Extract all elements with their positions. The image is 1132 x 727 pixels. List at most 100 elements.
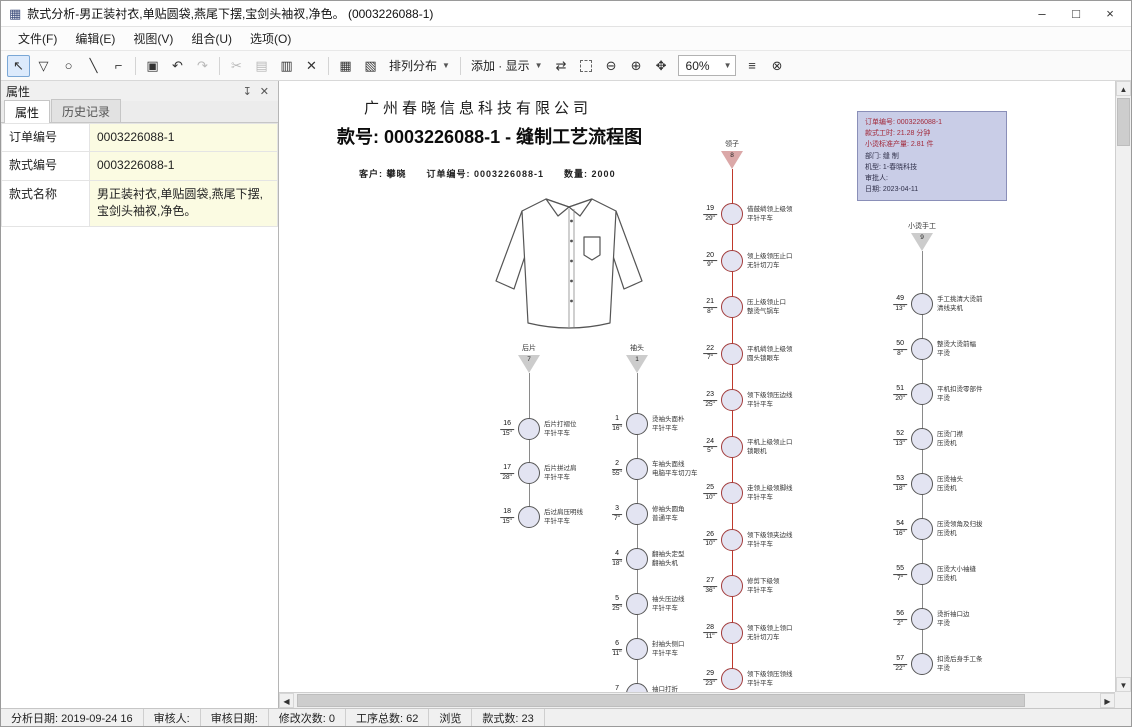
flow-step-node[interactable] bbox=[626, 503, 648, 525]
flow-step-node[interactable] bbox=[518, 462, 540, 484]
circle-tool[interactable]: ○ bbox=[57, 55, 80, 77]
flow-step-node[interactable] bbox=[721, 342, 743, 365]
flow-step-node[interactable] bbox=[626, 683, 648, 692]
triangle-tool[interactable]: ▽ bbox=[32, 55, 55, 77]
flow-step-node[interactable] bbox=[721, 528, 743, 551]
line-tool[interactable]: ╲ bbox=[82, 55, 105, 77]
flow-step-number: 57 bbox=[893, 655, 907, 665]
list-view-button[interactable]: ≡ bbox=[741, 55, 764, 77]
flow-step-time: 7" bbox=[707, 354, 714, 362]
status-field: 分析日期: 2019-09-24 16 bbox=[1, 709, 144, 726]
flow-step-node[interactable] bbox=[721, 203, 743, 225]
flow-step-node[interactable] bbox=[626, 638, 648, 660]
flow-step-node[interactable] bbox=[911, 563, 933, 585]
flow-step-operation: 后过肩压明线 bbox=[544, 508, 583, 516]
layout-button[interactable]: ▧ bbox=[359, 55, 382, 77]
scroll-down-arrow[interactable]: ▼ bbox=[1116, 677, 1131, 692]
flow-step-node[interactable] bbox=[721, 296, 743, 318]
menu-item-文[interactable]: 文件(F) bbox=[18, 32, 58, 46]
cut-button[interactable]: ✂ bbox=[225, 55, 248, 77]
scroll-right-arrow[interactable]: ▶ bbox=[1100, 693, 1115, 708]
flow-step-node[interactable] bbox=[911, 293, 933, 315]
document-page[interactable]: 广州春晓信息科技有限公司 款号: 0003226088-1 - 缝制工艺流程图 … bbox=[279, 81, 1115, 692]
flow-step-machine: 平针平车 bbox=[652, 605, 678, 612]
diagram-canvas[interactable]: 广州春晓信息科技有限公司 款号: 0003226088-1 - 缝制工艺流程图 … bbox=[279, 81, 1131, 708]
horizontal-scroll-thumb[interactable] bbox=[297, 694, 1025, 707]
flow-step-node[interactable] bbox=[911, 608, 933, 630]
flow-step-node[interactable] bbox=[721, 249, 743, 272]
menu-item-选[interactable]: 选项(O) bbox=[250, 32, 292, 46]
tab-属性[interactable]: 属性 bbox=[4, 100, 51, 123]
select-tool[interactable]: ↖ bbox=[7, 54, 30, 77]
property-value[interactable]: 0003226088-1 bbox=[89, 123, 278, 153]
flow-step-node[interactable] bbox=[721, 621, 743, 644]
flow-source-triangle-icon[interactable] bbox=[911, 233, 933, 251]
close-button[interactable]: × bbox=[1106, 5, 1114, 21]
arrange-dropdown[interactable]: 排列分布▼ bbox=[383, 55, 456, 77]
property-value[interactable]: 0003226088-1 bbox=[89, 151, 278, 181]
copy-button[interactable]: ▤ bbox=[250, 55, 273, 77]
paste-button[interactable]: ▥ bbox=[275, 55, 298, 77]
swap-button[interactable]: ⇄ bbox=[550, 55, 573, 77]
undo-icon: ↶ bbox=[172, 57, 183, 73]
marquee-select-button[interactable] bbox=[575, 55, 598, 77]
shirt-illustration bbox=[484, 185, 654, 345]
flow-step-node[interactable] bbox=[721, 575, 743, 597]
vertical-scrollbar[interactable]: ▲ ▼ bbox=[1115, 81, 1131, 692]
flow-step-node[interactable] bbox=[911, 653, 933, 675]
horizontal-scrollbar[interactable]: ◀ ▶ bbox=[279, 692, 1115, 708]
flow-source-number: 7 bbox=[527, 356, 531, 363]
flow-step-node[interactable] bbox=[721, 482, 743, 504]
flow-step-node[interactable] bbox=[626, 593, 648, 615]
undo-button[interactable]: ↶ bbox=[166, 55, 189, 77]
flow-step-node[interactable] bbox=[911, 473, 933, 495]
flow-step-label: 修袖头圆角普通平车 bbox=[652, 505, 685, 523]
flow-step-node[interactable] bbox=[911, 338, 933, 360]
toolbar-separator bbox=[328, 56, 329, 75]
flow-step-node[interactable] bbox=[626, 458, 648, 480]
scroll-left-arrow[interactable]: ◀ bbox=[279, 693, 294, 708]
flow-step-operation: 压烫门襟 bbox=[937, 430, 963, 438]
flow-step-node[interactable] bbox=[721, 435, 743, 458]
flow-step-node[interactable] bbox=[518, 418, 540, 440]
flow-step-number: 53 bbox=[893, 475, 907, 485]
menu-item-视[interactable]: 视图(V) bbox=[133, 32, 174, 46]
zoom-in-button[interactable]: ⊕ bbox=[625, 55, 648, 77]
flow-step-node[interactable] bbox=[626, 413, 648, 435]
flow-step-node[interactable] bbox=[721, 389, 743, 411]
connector-tool[interactable]: ⌐ bbox=[107, 55, 130, 77]
flow-source-triangle-icon[interactable] bbox=[626, 355, 648, 373]
flow-step-number: 25 bbox=[703, 484, 717, 494]
zoom-combobox[interactable]: 60%▼ bbox=[677, 55, 736, 76]
flow-step-label: 领上级领压止口无针切刀车 bbox=[747, 251, 793, 269]
flow-source-triangle-icon[interactable] bbox=[518, 355, 540, 373]
flow-step-operation: 封袖头侧口 bbox=[652, 640, 685, 648]
menu-item-编[interactable]: 编辑(E) bbox=[75, 32, 116, 46]
add-display-dropdown[interactable]: 添加 · 显示▼ bbox=[465, 55, 549, 77]
zoom-out-button[interactable]: ⊖ bbox=[600, 55, 623, 77]
minimize-button[interactable]: – bbox=[1038, 5, 1046, 21]
menu-item-组[interactable]: 组合(U) bbox=[191, 32, 232, 46]
flow-step-node[interactable] bbox=[911, 428, 933, 450]
flow-step-operation: 平机上级领止口 bbox=[747, 438, 793, 446]
pan-button[interactable]: ✥ bbox=[650, 55, 673, 77]
panel-close-icon[interactable]: ✕ bbox=[259, 85, 269, 98]
scroll-up-arrow[interactable]: ▲ bbox=[1116, 81, 1131, 96]
flow-source-triangle-icon[interactable] bbox=[721, 151, 743, 169]
tab-历史记录[interactable]: 历史记录 bbox=[51, 99, 122, 122]
flow-step-node[interactable] bbox=[721, 668, 743, 690]
vertical-scroll-thumb[interactable] bbox=[1117, 98, 1130, 146]
save-button[interactable]: ▣ bbox=[141, 55, 164, 77]
close-diagram-button[interactable]: ⊗ bbox=[766, 55, 789, 77]
flow-step-node[interactable] bbox=[626, 548, 648, 570]
group-button[interactable]: ▦ bbox=[334, 55, 357, 77]
maximize-button[interactable]: □ bbox=[1072, 5, 1080, 21]
flow-step-node[interactable] bbox=[518, 506, 540, 528]
redo-button[interactable]: ↷ bbox=[191, 55, 214, 77]
property-value[interactable]: 男正装衬衣,单贴圆袋,燕尾下摆,宝剑头袖衩,净色。 bbox=[89, 179, 278, 227]
delete-button[interactable]: ✕ bbox=[300, 55, 323, 77]
flow-step-node[interactable] bbox=[911, 518, 933, 540]
flow-step-node[interactable] bbox=[911, 383, 933, 405]
pin-icon[interactable]: ↧ bbox=[242, 85, 252, 98]
